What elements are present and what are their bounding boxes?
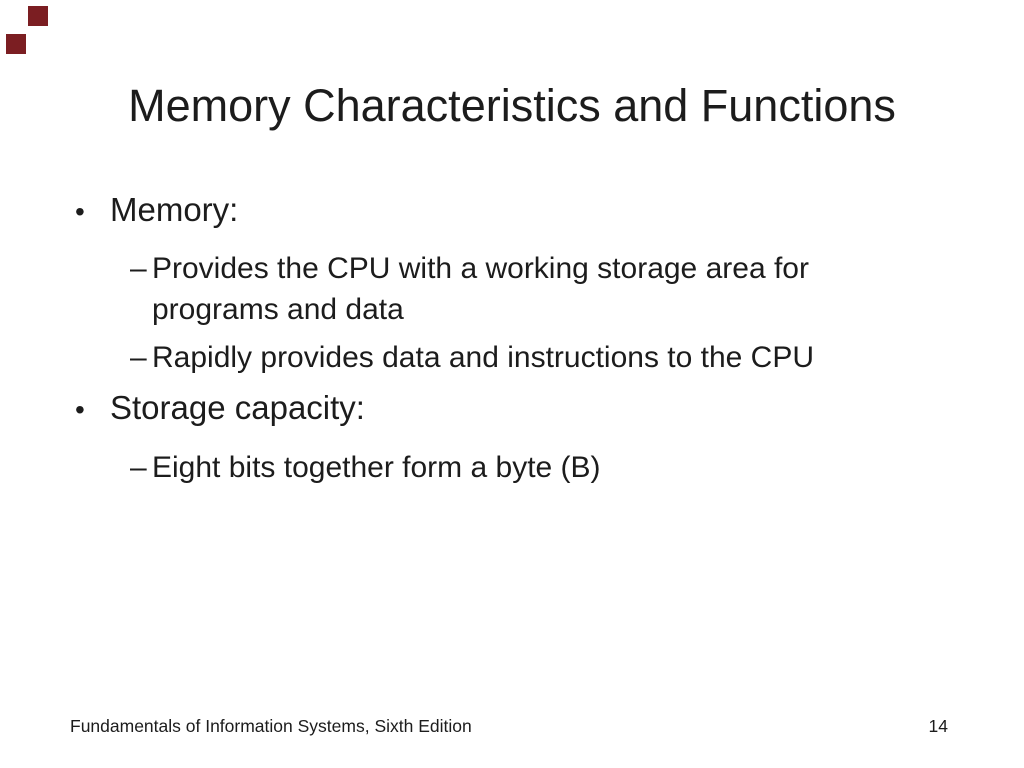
sub-bullet-text: Rapidly provides data and instructions t… <box>152 341 815 375</box>
bullet-text: Memory: <box>110 191 239 228</box>
bullet-marker: • <box>75 394 85 426</box>
footer-text: Fundamentals of Information Systems, Six… <box>70 716 472 736</box>
bullet-item: • Storage capacity: <box>70 388 970 428</box>
bullet-text: Storage capacity: <box>110 389 365 427</box>
bullet-marker: • <box>75 196 85 227</box>
sub-bullet-text: Eight bits together form a byte (B) <box>152 450 601 484</box>
sub-bullet-item: – Eight bits together form a byte (B) <box>130 447 970 488</box>
slide-body: • Memory: – Provides the CPU with a work… <box>70 190 970 495</box>
sub-bullet-marker: – <box>130 252 147 286</box>
sub-bullet-marker: – <box>130 341 147 375</box>
sub-bullet-text: Provides the CPU with a working storage … <box>152 252 809 327</box>
deco-square-left <box>6 34 26 54</box>
page-number: 14 <box>928 716 948 736</box>
sub-bullet-marker: – <box>130 450 147 484</box>
sub-bullet-item: – Rapidly provides data and instructions… <box>130 337 970 378</box>
page-title: Memory Characteristics and Functions <box>128 80 896 131</box>
sub-bullet-item: – Provides the CPU with a working storag… <box>130 248 970 330</box>
deco-square-top <box>28 6 48 26</box>
bullet-item: • Memory: <box>70 190 970 230</box>
